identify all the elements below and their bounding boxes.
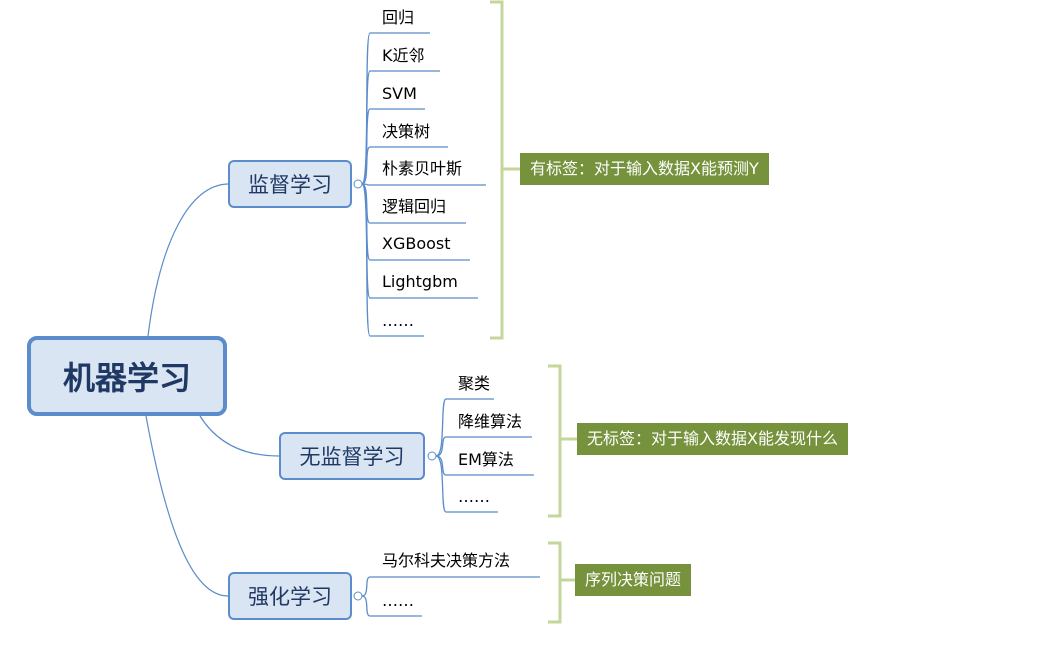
note-reinforcement: 序列决策问题 bbox=[575, 564, 692, 596]
leaf-connector bbox=[361, 595, 422, 617]
leaf-more[interactable]: …… bbox=[382, 591, 414, 610]
branch-unsupervised[interactable]: 无监督学习 bbox=[279, 432, 425, 480]
branch-label: 无监督学习 bbox=[299, 445, 405, 469]
summary-bracket bbox=[490, 0, 504, 340]
leaf-regression[interactable]: 回归 bbox=[382, 8, 415, 27]
branch-label: 监督学习 bbox=[248, 173, 332, 197]
leaf-connector bbox=[361, 146, 448, 185]
edge-root-supervised bbox=[147, 183, 229, 337]
leaf-connector bbox=[435, 398, 494, 457]
leaf-connector bbox=[435, 436, 532, 457]
leaf-more[interactable]: …… bbox=[382, 311, 414, 330]
leaf-lightgbm[interactable]: Lightgbm bbox=[382, 272, 458, 291]
leaf-connector bbox=[435, 455, 498, 513]
leaf-clustering[interactable]: 聚类 bbox=[458, 374, 491, 393]
leaf-connector bbox=[361, 183, 486, 186]
summary-bracket bbox=[548, 541, 562, 624]
collapse-handle bbox=[353, 591, 363, 601]
branch-label: 强化学习 bbox=[248, 585, 332, 609]
note-unsupervised: 无标签：对于输入数据X能发现什么 bbox=[577, 423, 848, 455]
leaf-em[interactable]: EM算法 bbox=[458, 450, 514, 469]
branch-supervised[interactable]: 监督学习 bbox=[228, 160, 352, 208]
root-node[interactable]: 机器学习 bbox=[27, 336, 227, 416]
leaf-logistic-regression[interactable]: 逻辑回归 bbox=[382, 197, 447, 216]
collapse-handle bbox=[427, 451, 437, 461]
leaf-decision-tree[interactable]: 决策树 bbox=[382, 122, 431, 141]
leaf-dim-reduction[interactable]: 降维算法 bbox=[458, 412, 523, 431]
leaf-connector bbox=[361, 576, 540, 597]
leaf-mdp[interactable]: 马尔科夫决策方法 bbox=[382, 551, 511, 570]
collapse-handle bbox=[353, 179, 363, 189]
root-label: 机器学习 bbox=[62, 359, 191, 397]
leaf-more[interactable]: …… bbox=[458, 487, 490, 506]
note-supervised: 有标签：对于输入数据X能预测Y bbox=[520, 153, 769, 185]
leaf-knn[interactable]: K近邻 bbox=[382, 46, 425, 65]
edge-root-reinforcement bbox=[145, 415, 229, 597]
leaf-svm[interactable]: SVM bbox=[382, 84, 417, 103]
leaf-xgboost[interactable]: XGBoost bbox=[382, 234, 451, 253]
branch-reinforcement[interactable]: 强化学习 bbox=[228, 572, 352, 620]
summary-bracket bbox=[548, 364, 562, 518]
leaf-naive-bayes[interactable]: 朴素贝叶斯 bbox=[382, 159, 463, 178]
leaf-connector bbox=[361, 183, 424, 337]
edge-root-unsupervised bbox=[199, 415, 280, 457]
